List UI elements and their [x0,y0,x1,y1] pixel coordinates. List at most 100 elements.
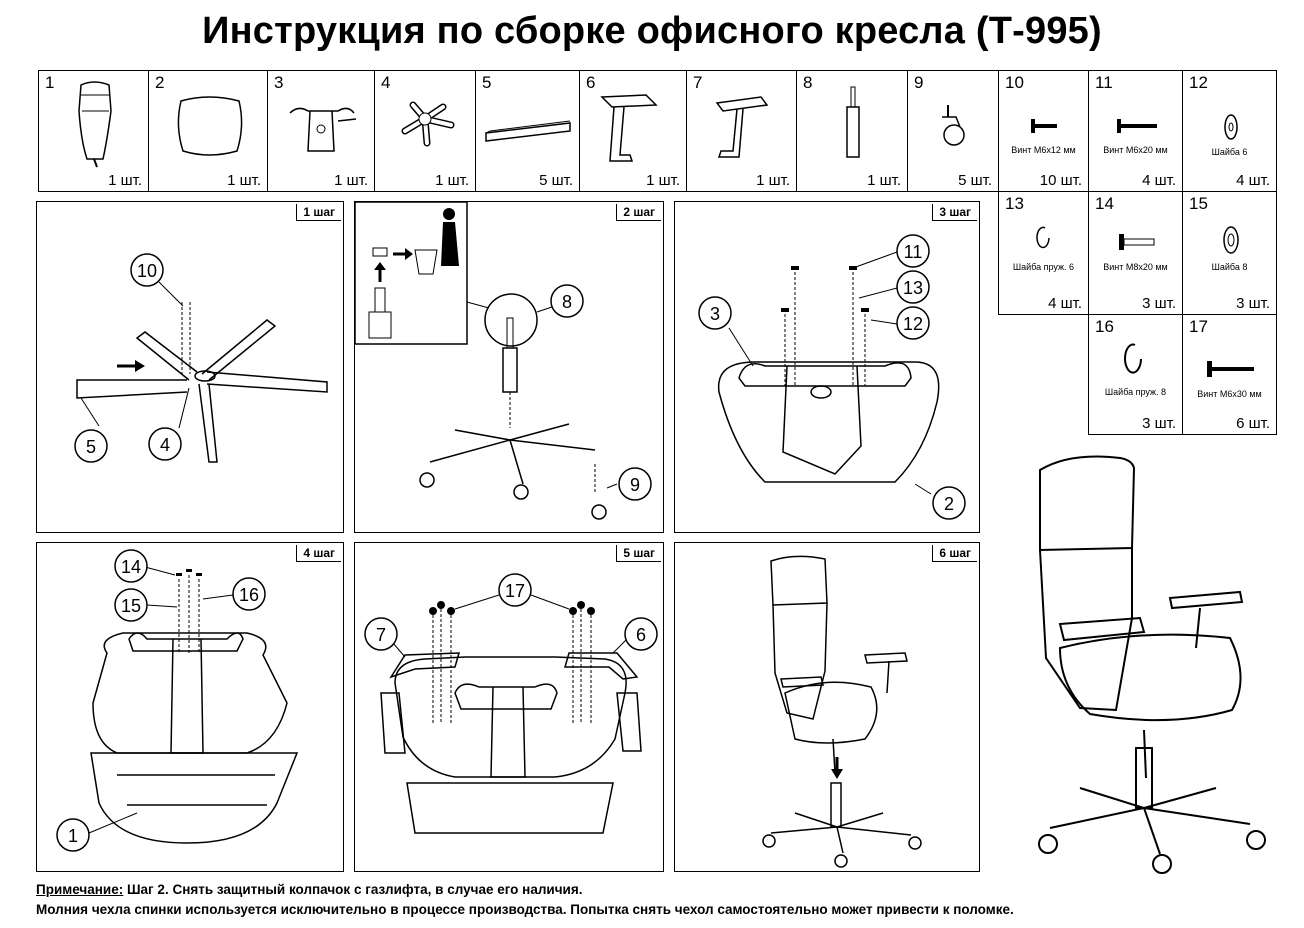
step-5-diagram [380,594,642,834]
part-number: 16 [1095,317,1114,336]
callout: 2 [932,486,966,520]
svg-text:10: 10 [137,261,157,281]
part-number: 13 [1005,194,1024,213]
part-qty: 5 шт. [539,172,573,189]
step-label: 3 шаг [932,204,977,221]
step-3-callouts: 11 13 12 3 2 [698,234,966,520]
step-label: 5 шаг [616,545,661,562]
note-line-1: Примечание: Шаг 2. Снять защитный колпач… [36,882,582,897]
part-number: 5 [482,73,492,92]
part-cell-14: 14 Винт М8х20 мм 3 шт. [1088,191,1183,315]
step-4-callouts: 14 15 16 1 [56,549,266,852]
svg-text:9: 9 [630,475,640,495]
svg-text:6: 6 [636,625,646,645]
part-cell-9: 9 5 шт. [907,70,999,192]
step-2-diagram [355,202,618,520]
spring-washer-icon [1036,226,1050,249]
part-number: 8 [803,73,813,92]
svg-text:14: 14 [121,557,141,577]
part-cell-5: 5 5 шт. [475,70,580,192]
part-caption: Винт М6х20 мм [1103,145,1168,155]
svg-text:3: 3 [710,304,720,324]
part-cell-1: 1 1 шт. [38,70,149,192]
part-cell-3: 3 1 шт. [267,70,375,192]
callout: 7 [364,617,398,651]
step-6-diagram [762,555,922,868]
step-2-panel: 8 9 2 шаг [354,201,664,533]
part-cell-11: 11 Винт М6х20 мм 4 шт. [1088,70,1183,192]
part-cell-10: 10 Винт М6х12 мм 10 шт. [998,70,1089,192]
part-qty: 3 шт. [1142,295,1176,312]
step-5-callouts: 17 7 6 [364,573,658,651]
caster-icon [942,105,965,146]
part-number: 14 [1095,194,1114,213]
svg-text:17: 17 [505,581,525,601]
part-qty: 1 шт. [334,172,368,189]
part-qty: 6 шт. [1236,415,1270,432]
part-qty: 3 шт. [1236,295,1270,312]
washer-icon [1224,114,1238,140]
part-caption: Шайба пруж. 6 [1012,262,1075,272]
armrest-right-icon [600,94,658,162]
bar-icon [485,120,571,142]
callout: 10 [130,253,164,287]
part-qty: 10 шт. [1039,172,1082,189]
svg-text:1: 1 [68,826,78,846]
step-label: 2 шаг [616,204,661,221]
part-qty: 4 шт. [1048,295,1082,312]
spring-washer-icon [1124,343,1142,374]
callout: 17 [498,573,532,607]
part-caption: Винт М6х12 мм [1011,145,1076,155]
step-1-callouts: 10 5 4 [74,253,182,463]
part-qty: 5 шт. [958,172,992,189]
part-cell-8: 8 1 шт. [796,70,908,192]
screw-icon [1031,119,1057,133]
part-number: 2 [155,73,165,92]
part-caption: Шайба 8 [1211,262,1248,272]
callout: 11 [896,234,930,268]
part-number: 9 [914,73,924,92]
note-label: Примечание: [36,882,124,897]
part-number: 17 [1189,317,1208,336]
part-cell-13: 13 Шайба пруж. 6 4 шт. [998,191,1089,315]
callout: 3 [698,296,732,330]
step-1-panel: 10 5 4 1 шаг [36,201,344,533]
part-qty: 1 шт. [435,172,469,189]
step-label: 4 шаг [296,545,341,562]
backrest-icon [78,81,112,168]
svg-text:8: 8 [562,292,572,312]
part-cell-4: 4 1 шт. [374,70,476,192]
part-qty: 1 шт. [646,172,680,189]
svg-text:7: 7 [376,625,386,645]
part-number: 11 [1095,73,1113,92]
step-6-panel: 6 шаг [674,542,980,872]
part-number: 6 [586,73,596,92]
step-label: 6 шаг [932,545,977,562]
callout: 9 [618,467,652,501]
part-qty: 4 шт. [1142,172,1176,189]
part-qty: 3 шт. [1142,415,1176,432]
callout: 8 [550,284,584,318]
note-line-2: Молния чехла спинки используется исключи… [36,902,1014,917]
callout: 12 [896,306,930,340]
callout: 13 [896,270,930,304]
part-cell-6: 6 1 шт. [579,70,687,192]
step-4-panel: 14 15 16 1 4 шаг [36,542,344,872]
screw-icon [1117,119,1157,133]
callout: 15 [114,588,148,622]
part-cell-17: 17 Винт М6х30 мм 6 шт. [1182,314,1277,435]
callout: 4 [148,427,182,461]
part-cell-15: 15 Шайба 8 3 шт. [1182,191,1277,315]
part-caption: Винт М8х20 мм [1103,262,1168,272]
step-4-diagram [88,566,299,844]
part-number: 15 [1189,194,1208,213]
screw-icon [1207,361,1254,377]
part-caption: Винт М6х30 мм [1197,389,1262,399]
svg-text:4: 4 [160,435,170,455]
callout: 14 [114,549,148,583]
part-qty: 1 шт. [108,172,142,189]
part-cell-2: 2 1 шт. [148,70,268,192]
trash-bin-icon [414,208,459,275]
part-qty: 4 шт. [1236,172,1270,189]
step-1-diagram [76,281,328,463]
